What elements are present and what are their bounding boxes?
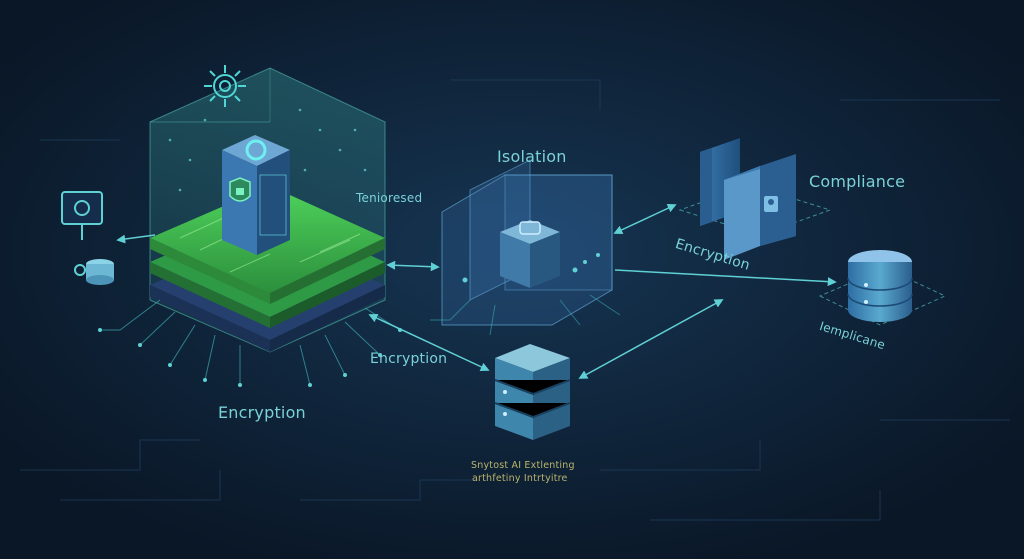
label-teniores: Tenioresed [356, 191, 423, 205]
chip-icon [222, 135, 290, 255]
lock-icon [519, 221, 541, 235]
label-encryption-main: Encryption [218, 403, 306, 422]
database-icon [818, 250, 947, 326]
monitor-icon [61, 191, 103, 240]
label-encryption-mid: Encryption [370, 351, 448, 367]
caption-line-2: arthfetiny Intrtyitre [472, 473, 568, 484]
label-compliance: Compliance [809, 172, 906, 191]
shield-icon [229, 177, 251, 202]
isolation-container [430, 159, 621, 336]
label-isolation: Isolation [497, 147, 567, 166]
gear-icon [204, 65, 246, 107]
server-icon [500, 220, 560, 288]
database-icon [74, 259, 114, 285]
connection-arrows [116, 203, 837, 379]
secure-enclave-stack [98, 65, 402, 387]
caption-line-1: Snytost AI Extlenting [471, 460, 575, 471]
folder-lock-icon [678, 138, 832, 260]
server-icon [494, 344, 571, 440]
